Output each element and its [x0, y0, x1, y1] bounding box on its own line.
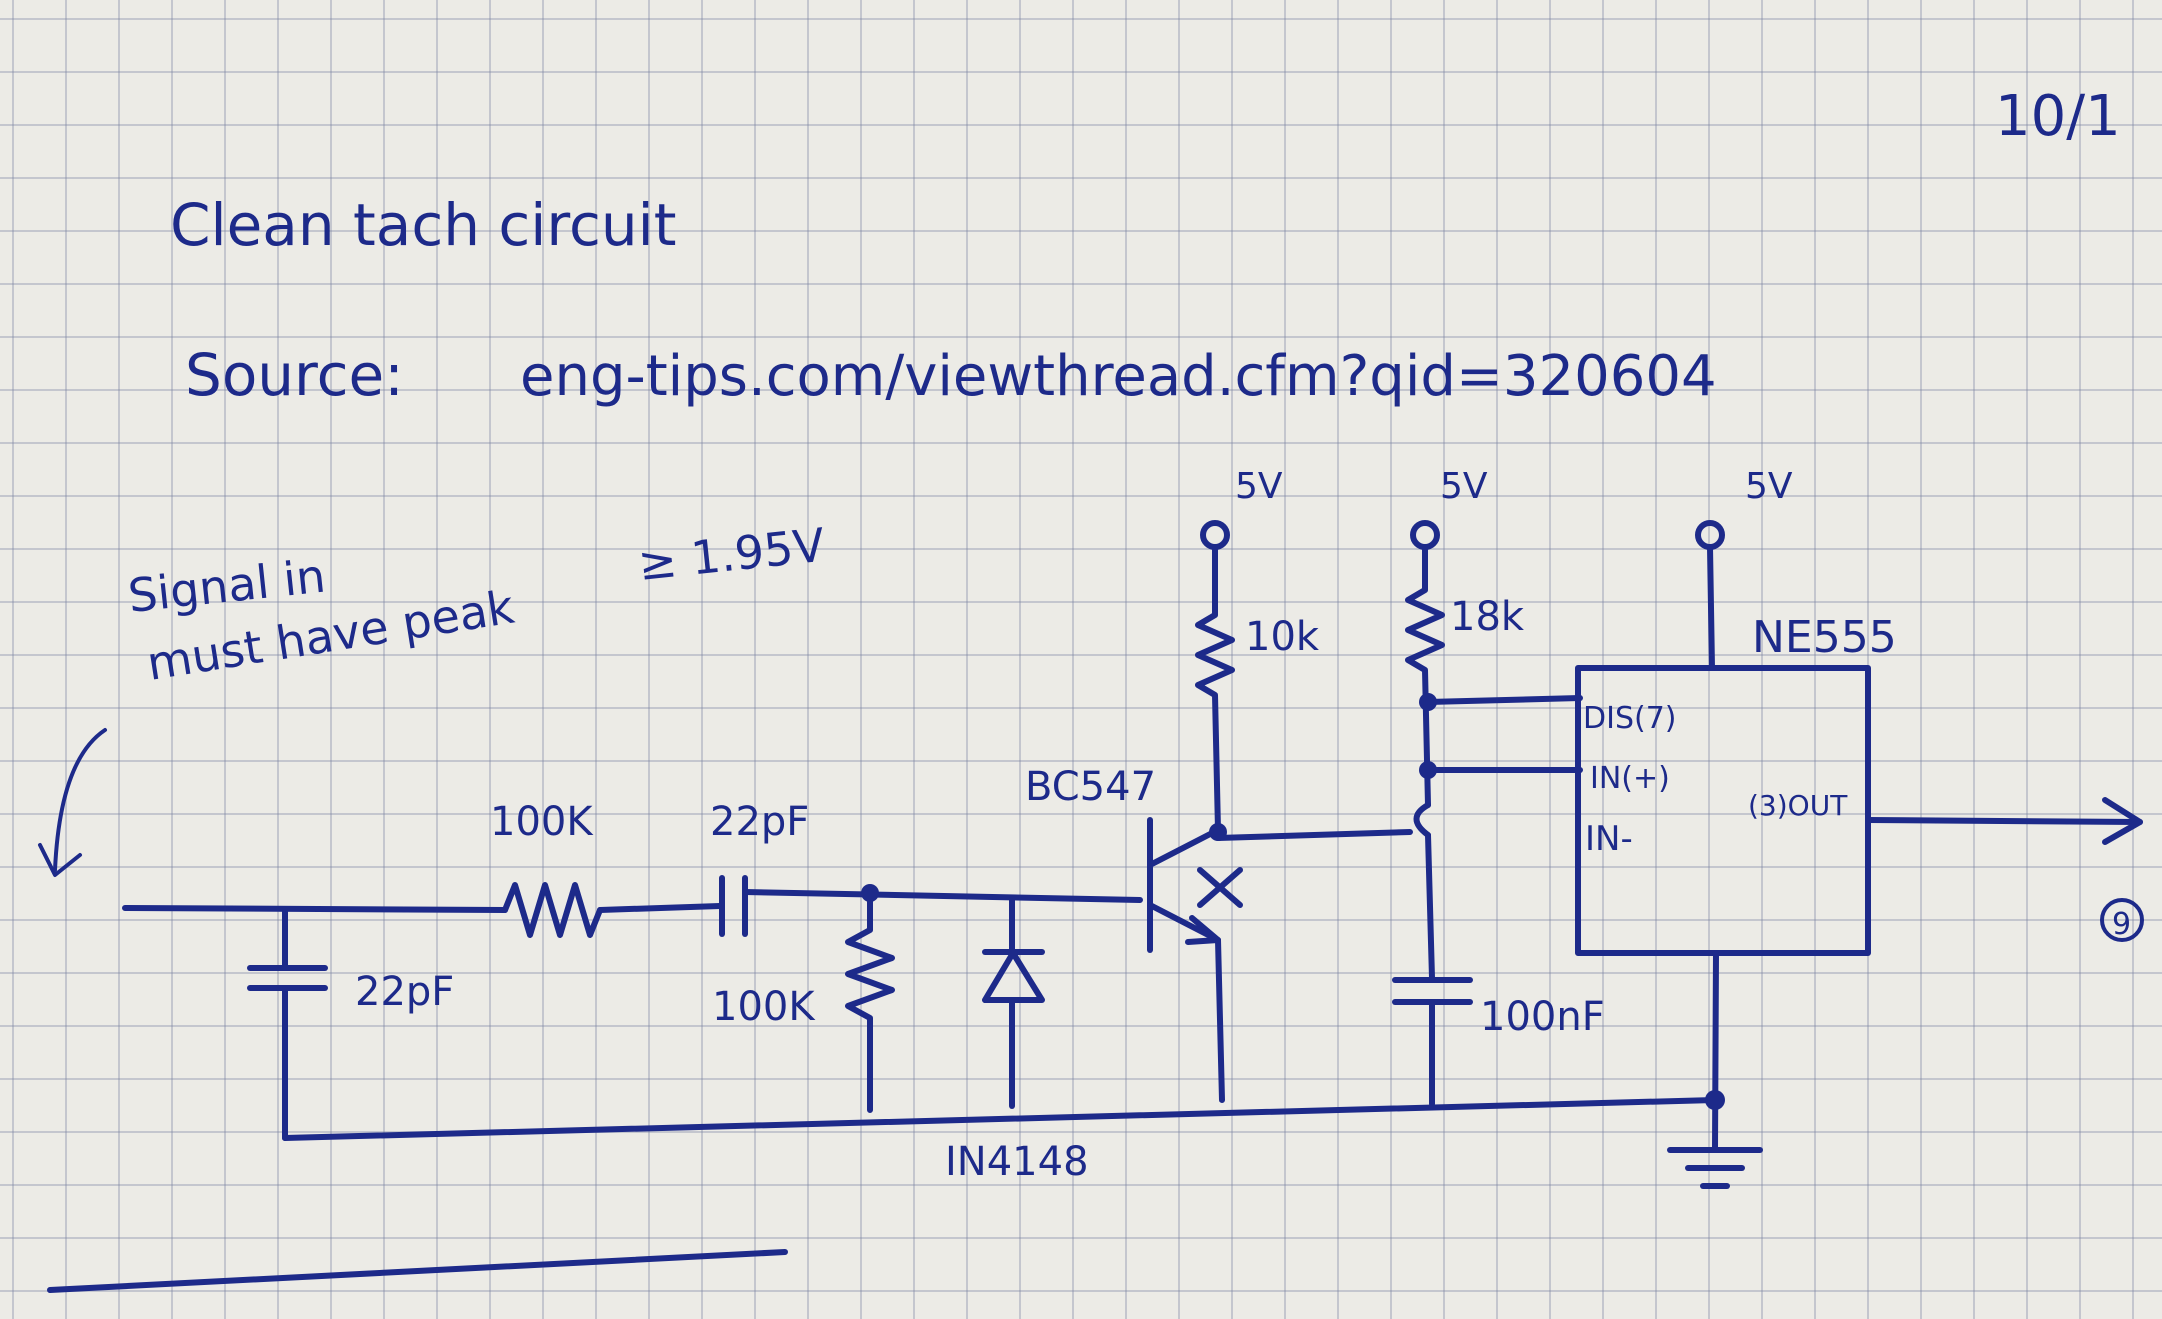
ic-ground-wire — [1712, 950, 1719, 1151]
wire-crossover — [1413, 802, 1431, 838]
bias-resistor — [845, 890, 895, 1113]
supply-terminal-3 — [1695, 520, 1725, 550]
signal-arrow-head — [38, 843, 82, 877]
input-capacitor-label: 22pF — [710, 799, 809, 845]
collector-to-trigger-wire — [1215, 829, 1413, 841]
input-resistor-label: 100K — [490, 799, 594, 845]
diode-label: IN4148 — [945, 1139, 1089, 1185]
vcc-wire — [1707, 544, 1715, 671]
input-wire — [122, 905, 508, 913]
collector-resistor-label: 10k — [1245, 614, 1320, 660]
bias-resistor-label: 100K — [712, 984, 816, 1030]
pin-in-plus-label: IN(+) — [1590, 761, 1670, 796]
npn-transistor — [1147, 817, 1243, 953]
collector-resistor — [1195, 544, 1235, 833]
ic-body — [1575, 665, 1871, 956]
transistor-label: BC547 — [1025, 764, 1156, 810]
supply-terminal-1 — [1200, 520, 1230, 550]
source-label: Source: — [185, 341, 404, 409]
timing-wire — [1425, 832, 1435, 981]
ground-icon — [1667, 1147, 1763, 1189]
pullup-resistor — [1405, 544, 1445, 808]
ground-rail — [282, 1097, 1718, 1141]
page-title: Clean tach circuit — [170, 191, 676, 259]
timing-capacitor — [1392, 977, 1473, 1107]
diode — [982, 895, 1045, 1109]
signal-arrow-curve — [53, 728, 107, 872]
supply-label-1: 5V — [1235, 466, 1283, 507]
source-url: eng-tips.com/viewthread.cfm?qid=320604 — [520, 344, 1717, 409]
timing-capacitor-label: 100nF — [1480, 994, 1605, 1040]
output-arrow-icon — [2102, 797, 2143, 845]
node-ground — [1705, 1090, 1725, 1110]
supply-label-2: 5V — [1440, 466, 1488, 507]
signal-note-line1: Signal in — [126, 549, 328, 623]
shunt-capacitor-label: 22pF — [355, 969, 454, 1015]
base-wire — [742, 889, 1143, 903]
date-note: 10/1 — [1995, 84, 2121, 149]
bottom-underline — [47, 1249, 788, 1293]
output-wire — [1865, 817, 2143, 825]
input-capacitor — [719, 875, 748, 937]
margin-circled-note: 9 — [2112, 907, 2131, 942]
supply-label-3: 5V — [1745, 466, 1793, 507]
input-resistor — [502, 882, 603, 938]
pin-in-minus-label: IN- — [1585, 819, 1633, 859]
dis-wire — [1425, 695, 1583, 705]
wire-r-to-c — [597, 903, 723, 913]
pullup-resistor-label: 18k — [1450, 594, 1525, 640]
shunt-capacitor — [247, 907, 328, 1141]
threshold-note: ≥ 1.95V — [636, 518, 828, 591]
margin-circle-icon — [2100, 898, 2144, 942]
emitter-wire — [1215, 937, 1225, 1103]
ic-label: NE555 — [1752, 612, 1897, 663]
supply-terminal-2 — [1410, 520, 1440, 550]
pin-out-label: (3)OUT — [1748, 789, 1848, 822]
pin-dis-label: DIS(7) — [1583, 701, 1677, 736]
